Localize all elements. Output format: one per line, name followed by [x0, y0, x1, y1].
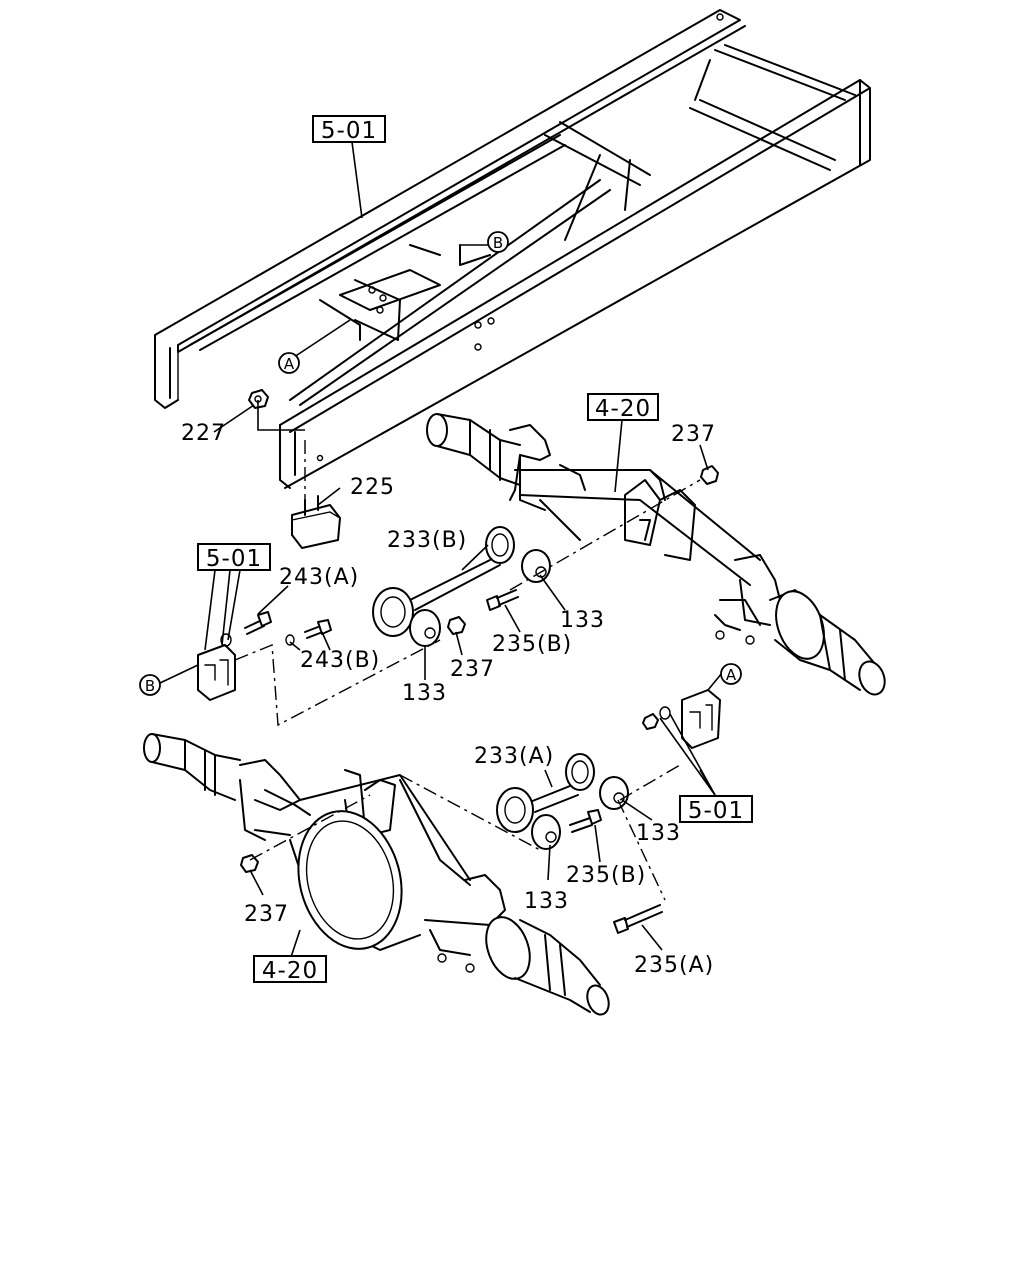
center-lines: [234, 440, 701, 901]
part-133-mid-left-label: 133: [402, 681, 447, 706]
bolt-235b-low-drawing: [569, 809, 602, 833]
bracket-left-drawing: [197, 633, 236, 701]
bolt-243b-drawing: [304, 619, 332, 639]
marker-a-bracket-label: A: [726, 666, 737, 684]
marker-b-frame-label: B: [493, 234, 503, 252]
ref-box-axle-upper: 4-20: [587, 393, 659, 422]
marker-b-frame: B: [487, 231, 509, 253]
upper-axle-drawing: [426, 413, 886, 696]
ref-frame-right-label: 5-01: [688, 798, 744, 824]
part-243a-label: 243(A): [279, 565, 359, 590]
nut-237-top-drawing: [700, 465, 719, 485]
part-237-low-label: 237: [244, 902, 289, 927]
ref-frame-top-label: 5-01: [321, 118, 377, 144]
part-237-mid-label: 237: [450, 657, 495, 682]
torque-rod-233b-drawing: [372, 526, 551, 647]
rubber-stopper-225-drawing: [291, 495, 341, 549]
part-243b-label: 243(B): [300, 648, 380, 673]
bolt-235a-drawing: [613, 904, 663, 934]
part-133-mid-right-label: 133: [560, 608, 605, 633]
bolt-243a-drawing: [244, 611, 272, 635]
part-225-label: 225: [350, 475, 395, 500]
nut-237-mid-drawing: [447, 616, 466, 635]
leader-lines: [159, 141, 723, 961]
ref-axle-lower-label: 4-20: [262, 958, 318, 984]
ref-box-frame-left: 5-01: [197, 543, 271, 572]
nut-237-low-drawing: [240, 854, 259, 873]
ref-frame-left-label: 5-01: [206, 546, 262, 572]
ref-axle-upper-label: 4-20: [595, 396, 651, 422]
part-labels: 227 225 237 233(B) 243(A) 243(B) 133 235…: [181, 421, 716, 978]
ref-box-frame-right: 5-01: [679, 795, 753, 824]
torque-rod-233a-drawing: [496, 753, 629, 850]
washer-243-drawing: [285, 634, 295, 646]
part-235b-low-label: 235(B): [566, 863, 646, 888]
part-133-low-right-label: 133: [636, 821, 681, 846]
marker-b-bracket-label: B: [145, 677, 155, 695]
ref-box-axle-lower: 4-20: [253, 955, 327, 984]
marker-b-bracket: B: [139, 674, 161, 696]
bracket-right-drawing: [642, 689, 721, 749]
part-233b-label: 233(B): [387, 528, 467, 553]
nut-227-drawing: [248, 389, 269, 409]
marker-a-bracket: A: [720, 663, 742, 685]
lower-axle-drawing: [143, 733, 610, 1016]
part-237-top-label: 237: [671, 422, 716, 447]
ref-box-frame-top: 5-01: [312, 115, 386, 144]
part-235b-top-label: 235(B): [492, 632, 572, 657]
marker-a-frame: A: [278, 352, 300, 374]
part-235a-label: 235(A): [634, 953, 714, 978]
bolt-235b-top-drawing: [486, 589, 519, 611]
chassis-frame-drawing: [154, 9, 871, 489]
part-133-low-left-label: 133: [524, 889, 569, 914]
marker-a-frame-label: A: [284, 355, 295, 373]
part-227-label: 227: [181, 421, 226, 446]
part-233a-label: 233(A): [474, 744, 554, 769]
